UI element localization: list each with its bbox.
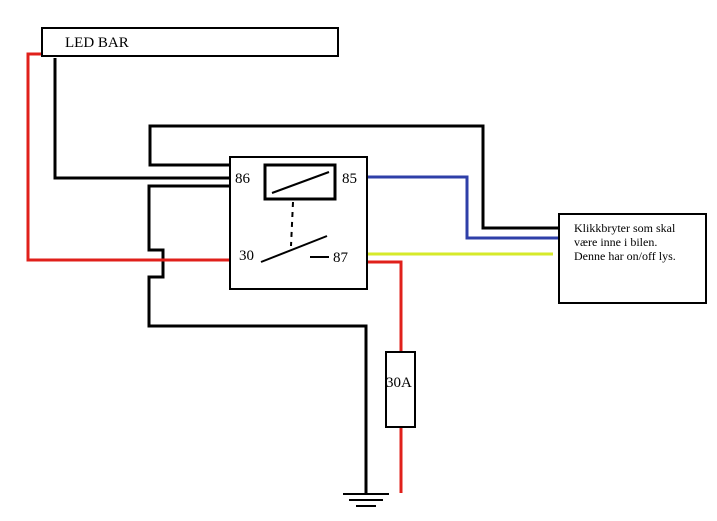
pin-86-label: 86 (235, 171, 250, 187)
wire-87-to-fuse (368, 260, 403, 352)
relay-coil-diagonal (271, 171, 330, 194)
led-bar-label: LED BAR (65, 35, 129, 51)
ground-symbol (343, 493, 389, 507)
switch-line-3: Denne har on/off lys. (574, 249, 676, 263)
black-wires (53, 58, 558, 494)
switch-description: Klikkbryter som skal være inne i bilen. … (574, 221, 676, 263)
led-bar-box: LED BAR (41, 27, 339, 57)
wire-ledbar-to-30 (26, 52, 230, 262)
pin-30-label: 30 (239, 248, 254, 264)
switch-line-1: Klikkbryter som skal (574, 221, 676, 235)
relay-switch-arm (260, 235, 328, 263)
pin-85-label: 85 (342, 171, 357, 187)
wire-ledbar-to-86 (53, 58, 230, 180)
relay-linkage (290, 201, 294, 247)
wire-top-loop (148, 124, 558, 230)
fuse-label: 30A (386, 375, 412, 391)
wire-85-to-switch (368, 175, 558, 240)
switch-line-2: være inne i bilen. (574, 235, 658, 249)
pin-87-label: 87 (333, 250, 348, 266)
red-wires (26, 52, 403, 493)
switch-box: Klikkbryter som skal være inne i bilen. … (558, 213, 707, 304)
fuse-box: 30A (385, 351, 416, 428)
wire-86-to-ground-path (147, 184, 368, 494)
